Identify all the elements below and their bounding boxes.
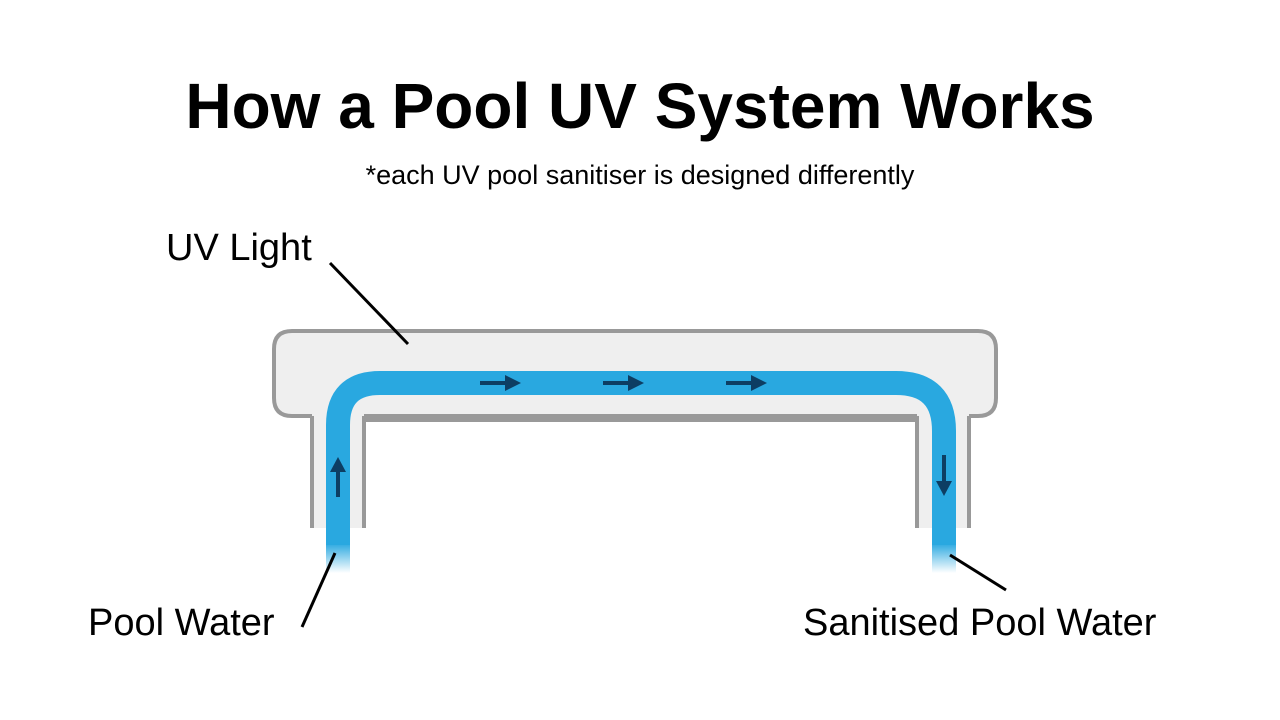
water-inlet-fade	[326, 543, 350, 573]
flow-arrow-down-icon	[936, 455, 952, 496]
flow-arrow-right-icon	[726, 375, 767, 391]
flow-arrow-right-icon	[603, 375, 644, 391]
water-pipe	[326, 371, 956, 545]
uv-light-leader-line	[328, 261, 410, 346]
page-subtitle: *each UV pool sanitiser is designed diff…	[365, 160, 915, 190]
pool-water-leader-line	[300, 552, 337, 628]
uv-light-label: UV Light	[166, 227, 312, 269]
sanitised-water-leader-line	[949, 553, 1007, 592]
pool-water-label: Pool Water	[88, 602, 275, 644]
flow-arrow-up-icon	[330, 457, 346, 497]
page-title: How a Pool UV System Works	[185, 70, 1095, 142]
sanitised-pool-water-label: Sanitised Pool Water	[803, 602, 1157, 644]
flow-arrow-right-icon	[480, 375, 521, 391]
